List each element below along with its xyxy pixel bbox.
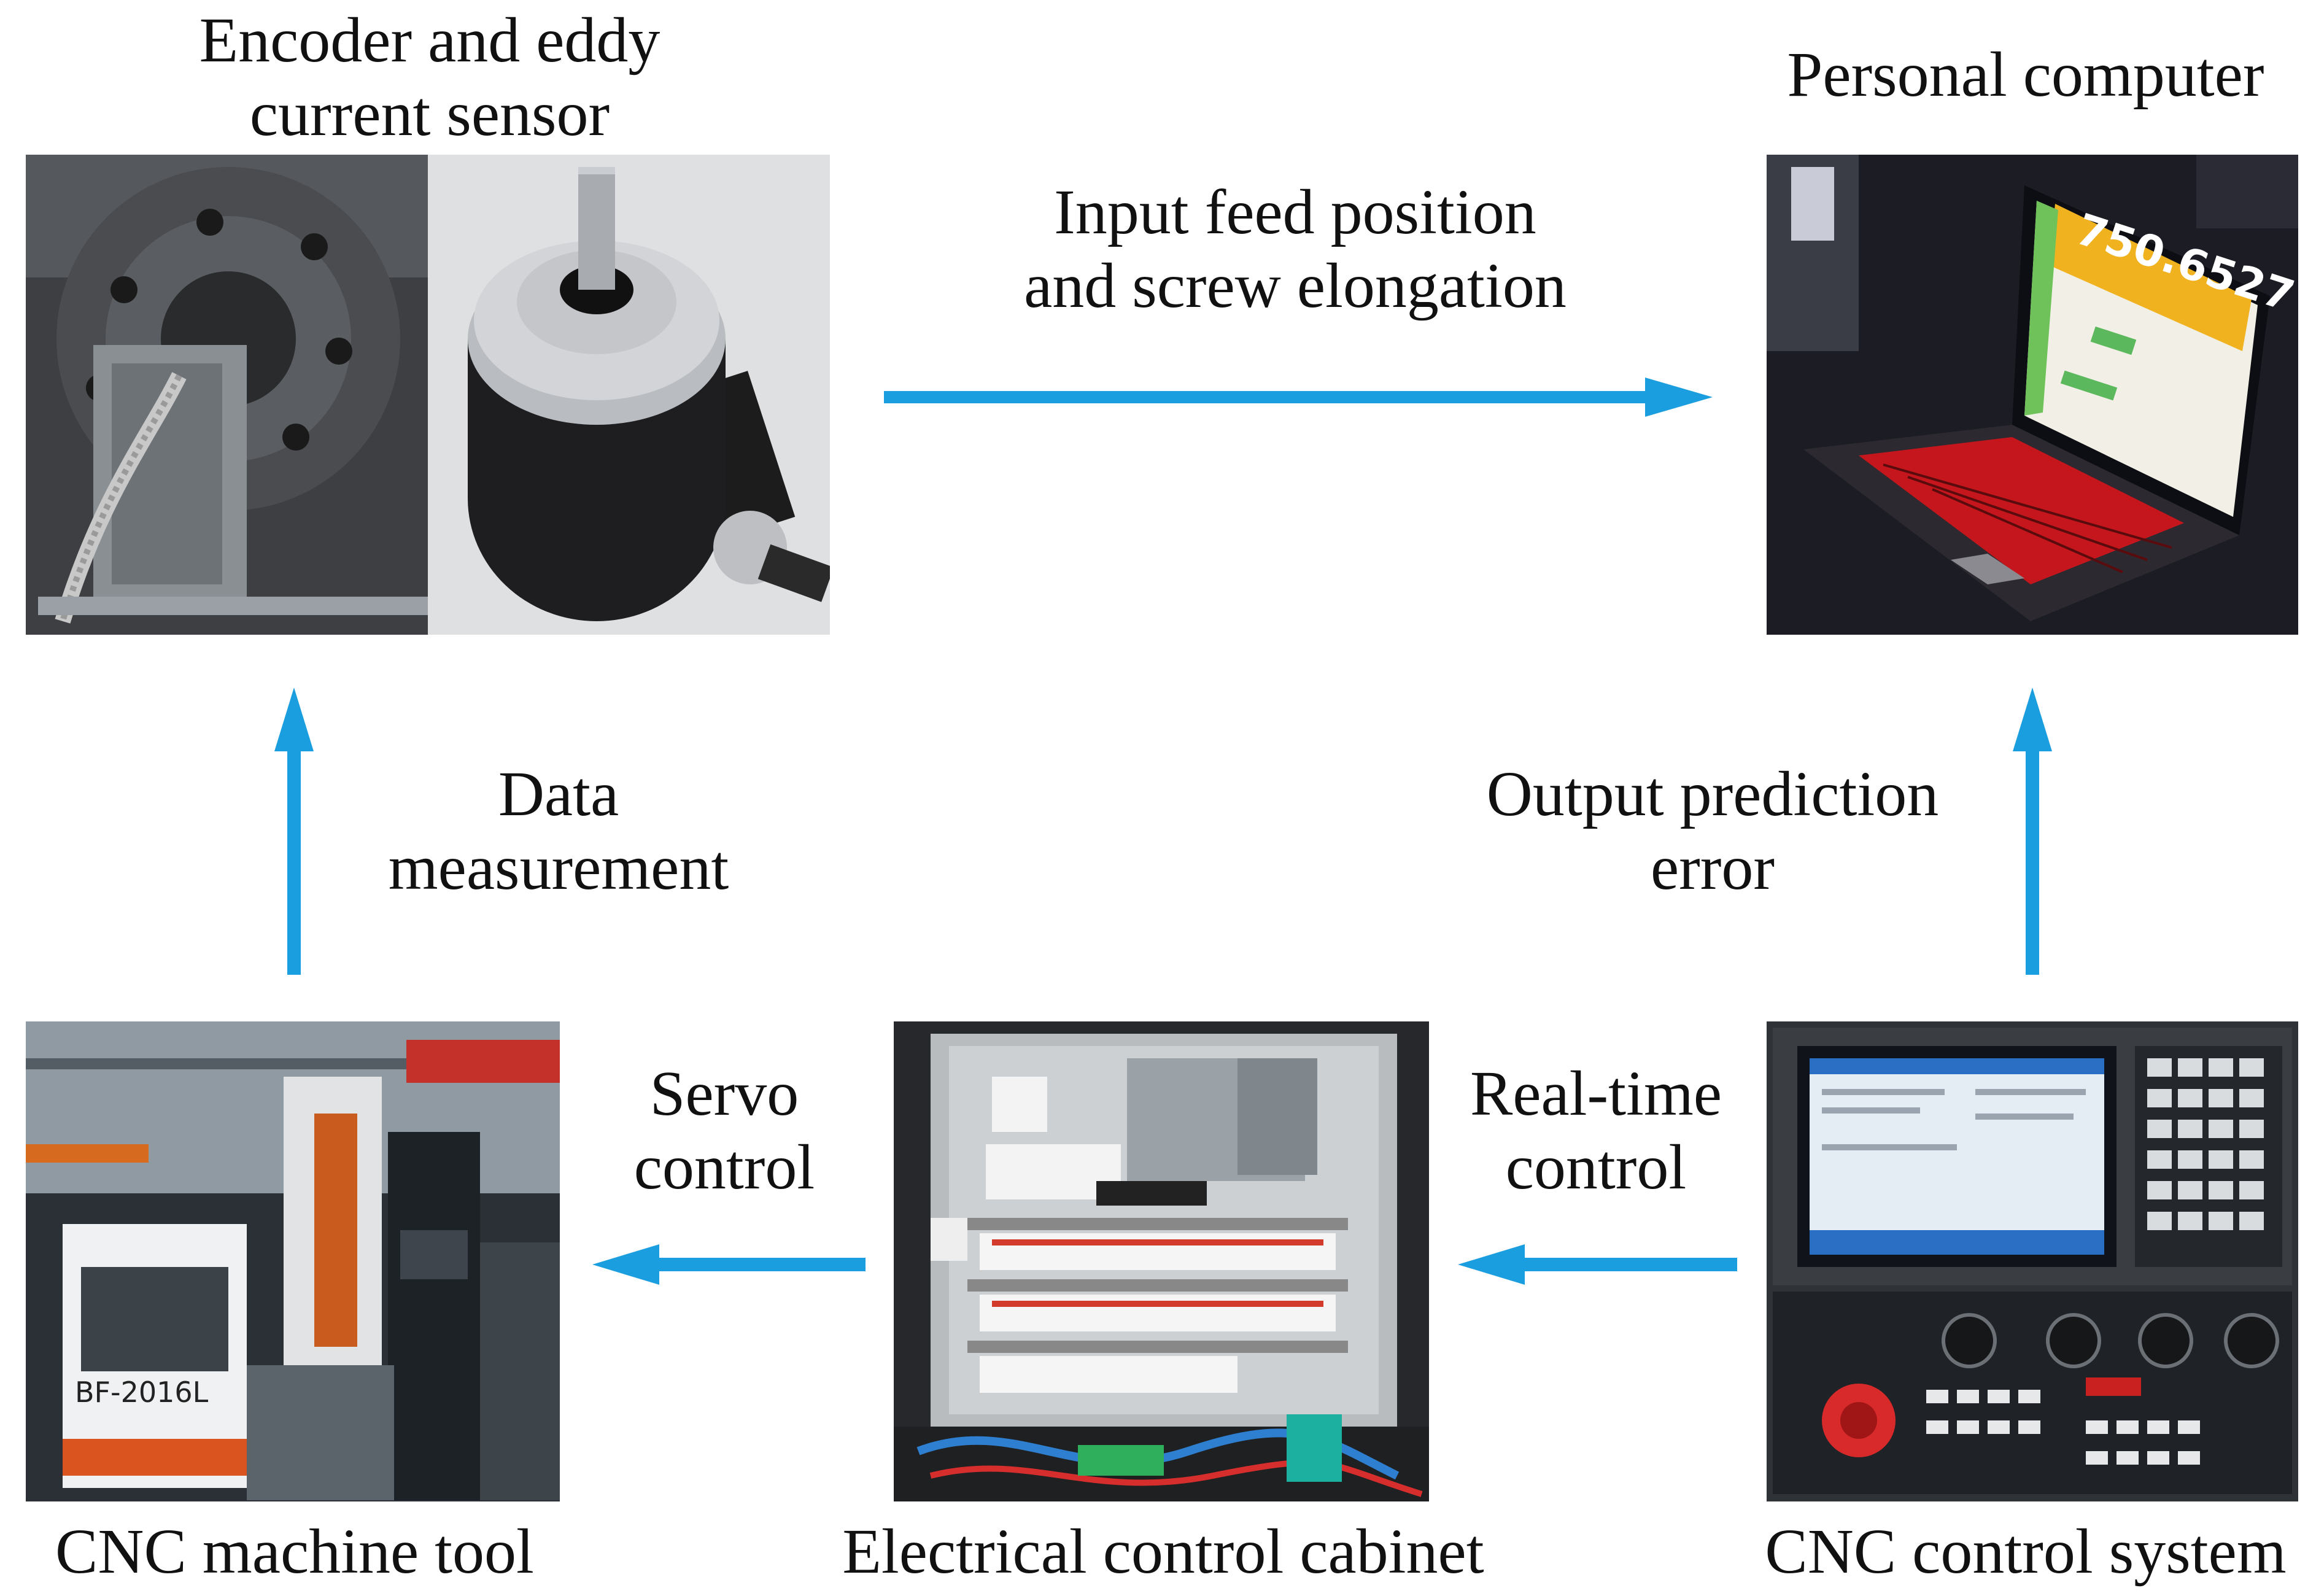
machine-photo: BF-2016L [26, 1021, 560, 1501]
sensor-photo [26, 155, 830, 635]
sensor-title-line2: current sensor [249, 78, 610, 149]
arrow-machine-to-sensor [274, 688, 314, 975]
arrow-sensor-to-pc [884, 378, 1713, 417]
arrow-control-to-cabinet [1458, 1244, 1737, 1285]
cabinet-title: Electrical control cabinet [842, 1516, 1484, 1587]
pc-photo: 750.6527 [1767, 155, 2298, 635]
cabinet-photo [894, 1021, 1429, 1501]
machine-model-label: BF-2016L [75, 1376, 209, 1409]
edge-label-control-to-cabinet: Real-time control [1470, 1058, 1722, 1203]
edge-label-control-to-pc: Output prediction error [1486, 759, 1939, 903]
arrow-control-to-pc [2013, 688, 2052, 975]
sensor-title-line1: Encoder and eddy [199, 5, 660, 76]
edge-label-sensor-to-pc: Input feed position and screw elongation [1024, 177, 1567, 321]
edge-label-cabinet-to-machine: Servo control [633, 1058, 815, 1203]
control-system-title: CNC control system [1765, 1516, 2287, 1587]
machine-title: CNC machine tool [55, 1516, 534, 1587]
sensor-title: Encoder and eddy current sensor [178, 4, 681, 150]
arrow-cabinet-to-machine [592, 1244, 866, 1285]
edge-label-machine-to-sensor: Data measurement [388, 759, 729, 903]
pc-title: Personal computer [1787, 39, 2264, 110]
control-system-photo [1767, 1021, 2298, 1501]
